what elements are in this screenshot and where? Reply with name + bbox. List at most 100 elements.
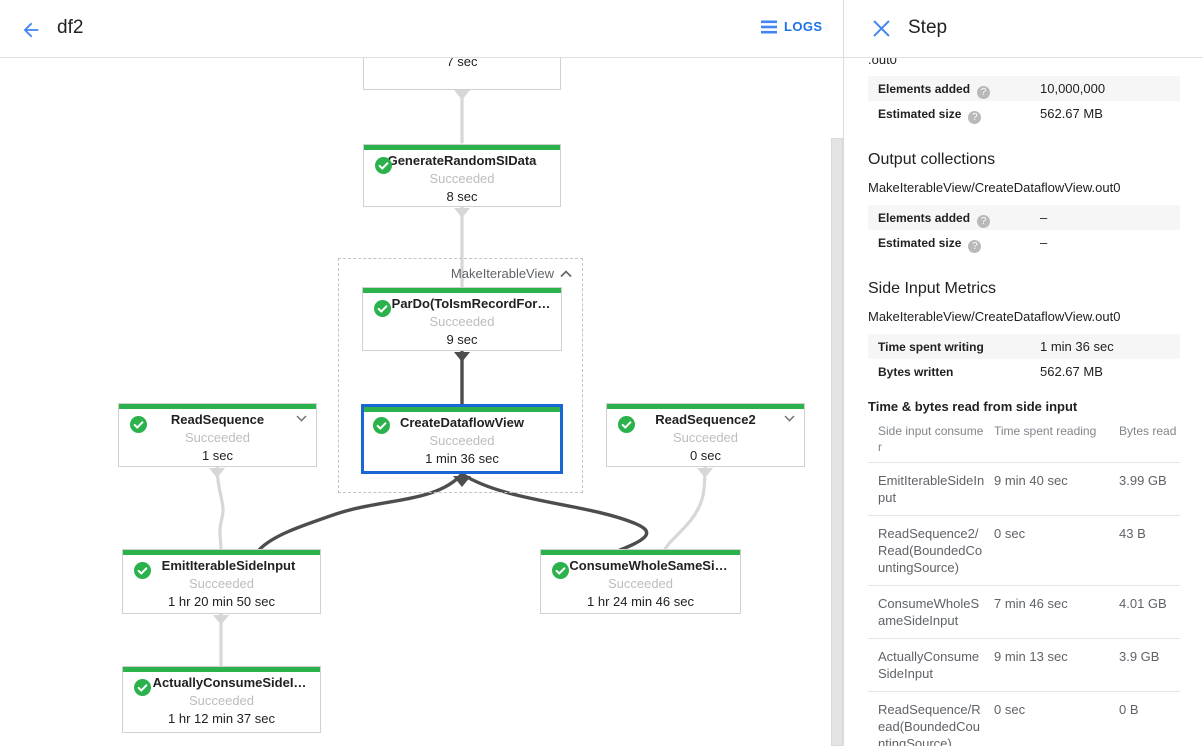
node-duration: 1 min 36 sec	[425, 451, 499, 466]
table-row: ConsumeWholeSameSideInput 7 min 46 sec 4…	[868, 585, 1180, 638]
metric-row: Elements added? –	[868, 205, 1180, 230]
metric-row: Estimated size? –	[868, 230, 1180, 255]
graph-edges	[209, 86, 713, 670]
node-status-bar	[123, 550, 320, 555]
node-duration: 1 hr 20 min 50 sec	[168, 594, 275, 609]
node-status: Succeeded	[429, 314, 495, 329]
cell-time: 9 min 13 sec	[994, 649, 1068, 664]
cell-bytes: 3.9 GB	[1119, 649, 1160, 664]
metric-value: –	[1040, 235, 1048, 250]
graph-node-actuallyconsumesideinput[interactable]: ActuallyConsumeSideI… Succeeded 1 hr 12 …	[122, 666, 321, 733]
metric-row: Time spent writing 1 min 36 sec	[868, 334, 1180, 359]
back-arrow-icon[interactable]	[20, 19, 42, 41]
check-circle-icon	[373, 417, 390, 434]
graph-node-generaterandomsidata[interactable]: GenerateRandomSIData Succeeded 8 sec	[363, 144, 561, 207]
check-circle-icon	[134, 562, 151, 579]
metric-row: Bytes written 562.67 MB	[868, 359, 1180, 384]
pipeline-graph-canvas[interactable]: MakeIterableView Succeeded 7 sec Generat…	[0, 0, 843, 746]
node-title: ActuallyConsumeSideI…	[152, 675, 307, 690]
collection-name: MakeIterableView/CreateDataflowView.out0	[868, 180, 1121, 195]
cell-consumer: EmitIterableSideInput	[878, 473, 985, 505]
logs-list-icon	[761, 20, 777, 33]
node-duration: 1 sec	[201, 448, 234, 463]
help-icon[interactable]: ?	[968, 111, 982, 124]
graph-node-emititerablesideinput[interactable]: EmitIterableSideInput Succeeded 1 hr 20 …	[122, 549, 321, 614]
metric-label: Bytes written	[878, 365, 954, 379]
graph-node-consumewholesamesideinput[interactable]: ConsumeWholeSameSi… Succeeded 1 hr 24 mi…	[540, 549, 741, 614]
cell-bytes: 0 B	[1119, 702, 1139, 717]
check-circle-icon	[375, 157, 392, 174]
cell-bytes: 3.99 GB	[1119, 473, 1167, 488]
table-row: ReadSequence2/Read(BoundedCountingSource…	[868, 515, 1180, 585]
node-status-bar	[607, 404, 804, 409]
node-status-bar	[364, 145, 560, 150]
node-title: ReadSequence2	[655, 412, 756, 427]
node-title: ReadSequence	[170, 412, 265, 427]
graph-node-readsequence2[interactable]: ReadSequence2 Succeeded 0 sec	[606, 403, 805, 467]
composite-collapse-toggle[interactable]: MakeIterableView	[451, 266, 572, 281]
node-status-bar	[541, 550, 740, 555]
table-row: ActuallyConsumeSideInput 9 min 13 sec 3.…	[868, 638, 1180, 691]
node-title: ConsumeWholeSameSi…	[569, 558, 728, 573]
input-metrics-group: Elements added? 10,000,000 Estimated siz…	[868, 76, 1180, 126]
node-title: CreateDataflowView	[399, 415, 525, 430]
node-status: Succeeded	[672, 430, 739, 445]
node-duration: 1 hr 12 min 37 sec	[168, 711, 275, 726]
node-duration: 9 sec	[446, 332, 478, 347]
cell-consumer: ReadSequence2/Read(BoundedCountingSource…	[878, 526, 983, 575]
node-title: EmitIterableSideInput	[161, 558, 296, 573]
node-duration: 1 hr 24 min 46 sec	[587, 594, 694, 609]
node-title: GenerateRandomSIData	[387, 153, 537, 168]
side-input-read-table: Side input consumer Time spent reading B…	[868, 416, 1180, 746]
graph-node-readsequence[interactable]: ReadSequence Succeeded 1 sec	[118, 403, 317, 467]
cell-time: 0 sec	[994, 702, 1026, 717]
node-status: Succeeded	[607, 576, 674, 591]
logs-button-label: LOGS	[784, 19, 823, 34]
cell-time: 9 min 40 sec	[994, 473, 1068, 488]
chevron-up-icon	[560, 269, 572, 277]
side-input-metrics-group: Time spent writing 1 min 36 sec Bytes wr…	[868, 334, 1180, 384]
metric-label: Elements added	[878, 211, 971, 225]
help-icon[interactable]: ?	[968, 240, 982, 253]
node-duration: 0 sec	[689, 448, 722, 463]
app-bar: df2 LOGS Step	[0, 0, 1203, 58]
column-header: Side input consumer	[878, 424, 984, 454]
check-circle-icon	[134, 679, 151, 696]
output-collections-heading: Output collections	[868, 151, 996, 168]
cell-consumer: ReadSequence/Read(BoundedCountingSource)	[878, 702, 981, 746]
node-status-bar	[123, 667, 320, 672]
metric-row: Elements added? 10,000,000	[868, 76, 1180, 101]
job-title: df2	[57, 17, 84, 38]
close-icon[interactable]	[873, 20, 890, 37]
metric-value: –	[1040, 210, 1048, 225]
logs-button[interactable]: LOGS	[761, 19, 822, 34]
cell-bytes: 4.01 GB	[1119, 596, 1167, 611]
help-icon[interactable]: ?	[977, 215, 991, 228]
node-status: Succeeded	[429, 433, 495, 448]
table-row: EmitIterableSideInput 9 min 40 sec 3.99 …	[868, 462, 1180, 515]
side-input-metrics-heading: Side Input Metrics	[868, 280, 997, 297]
step-details-panel: .out0 Elements added? 10,000,000 Estimat…	[844, 58, 1203, 746]
node-status: Succeeded	[188, 576, 255, 591]
collection-name: MakeIterableView/CreateDataflowView.out0	[868, 309, 1121, 324]
output-metrics-group: Elements added? – Estimated size? –	[868, 205, 1180, 255]
metric-label: Time spent writing	[878, 340, 984, 354]
chevron-down-icon[interactable]	[784, 415, 795, 422]
column-header: Time spent reading	[994, 424, 1097, 438]
cell-bytes: 43 B	[1119, 526, 1146, 541]
graph-node-createdataflowview[interactable]: CreateDataflowView Succeeded 1 min 36 se…	[361, 404, 563, 474]
metric-label: Estimated size	[878, 236, 962, 250]
chevron-down-icon[interactable]	[296, 415, 307, 422]
metric-row: Estimated size? 562.67 MB	[868, 101, 1180, 126]
truncated-collection-line: .out0	[868, 58, 897, 67]
read-table-heading: Time & bytes read from side input	[868, 399, 1078, 414]
metric-label: Elements added	[878, 82, 971, 96]
node-status-bar	[364, 407, 560, 412]
graph-node-pardo-toismrecord[interactable]: ParDo(ToIsmRecordFor… Succeeded 9 sec	[362, 287, 562, 351]
panel-divider	[843, 0, 844, 746]
check-circle-icon	[552, 562, 569, 579]
node-status-bar	[363, 288, 561, 293]
graph-vertical-scrollbar[interactable]	[831, 138, 843, 746]
check-circle-icon	[130, 416, 147, 433]
help-icon[interactable]: ?	[977, 86, 991, 99]
